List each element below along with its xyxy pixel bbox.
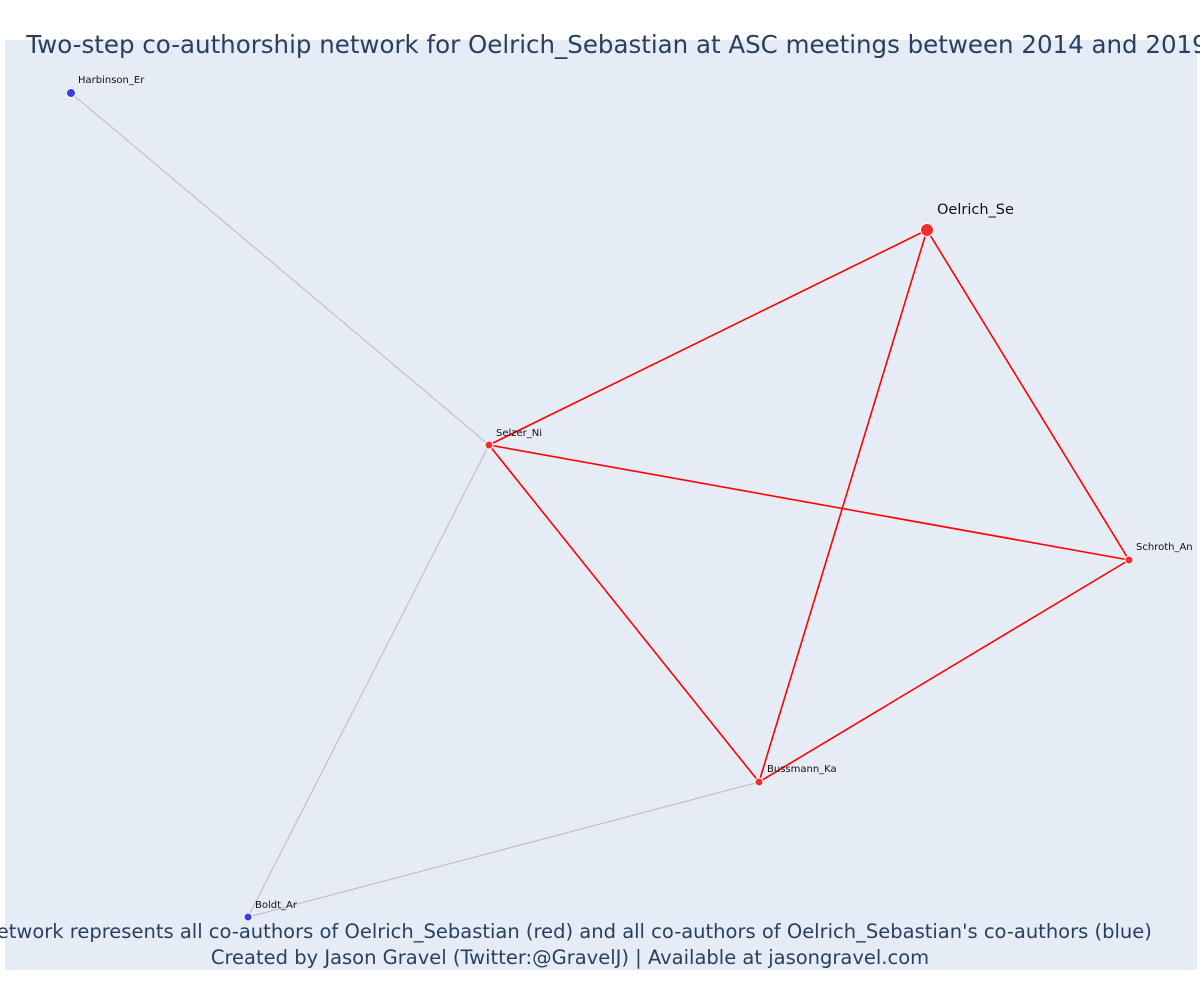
node-label-oelrich-se: Oelrich_Se — [937, 202, 1014, 218]
node-layer — [66, 88, 1134, 922]
node-selzer-ni[interactable] — [484, 440, 494, 450]
node-oelrich-se[interactable] — [920, 223, 934, 237]
edge-schroth-an-bussmann-ka — [758, 559, 1130, 783]
node-label-boldt-ar: Boldt_Ar — [255, 900, 298, 911]
edge-oelrich-se-schroth-an — [926, 229, 1130, 561]
edge-oelrich-se-selzer-ni — [488, 229, 928, 446]
footer-line-2: Created by Jason Gravel (Twitter:@Gravel… — [211, 946, 929, 969]
label-layer: Oelrich_SeSelzer_NiSchroth_AnBussmann_Ka… — [78, 75, 1193, 911]
node-bussmann-ka[interactable] — [754, 777, 764, 787]
node-label-harbinson-er: Harbinson_Er — [78, 75, 145, 86]
edge-oelrich-se-bussmann-ka — [758, 229, 928, 783]
node-boldt-ar[interactable] — [243, 912, 253, 922]
chart-title: Two-step co-authorship network for Oelri… — [25, 30, 1200, 59]
edge-selzer-ni-bussmann-ka — [488, 444, 760, 783]
footer-line-1: Network represents all co-authors of Oel… — [0, 920, 1152, 943]
node-label-schroth-an: Schroth_An — [1136, 542, 1193, 553]
node-label-selzer-ni: Selzer_Ni — [496, 428, 542, 439]
edge-boldt-ar-selzer-ni — [247, 444, 490, 918]
edge-layer — [70, 92, 1130, 918]
edge-selzer-ni-schroth-an — [488, 444, 1130, 561]
edge-boldt-ar-bussmann-ka — [247, 781, 760, 918]
node-schroth-an[interactable] — [1124, 555, 1134, 565]
node-label-bussmann-ka: Bussmann_Ka — [767, 764, 837, 775]
node-harbinson-er[interactable] — [66, 88, 76, 98]
plot-background — [5, 40, 1197, 970]
edge-harbinson-er-selzer-ni — [70, 92, 490, 446]
